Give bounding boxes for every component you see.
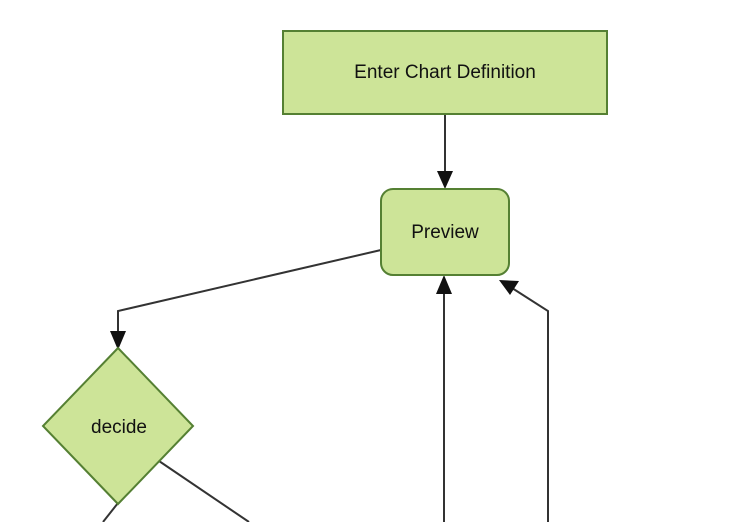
arrow-head-icon: [110, 331, 126, 350]
arrow-head-icon: [499, 280, 519, 295]
arrow-head-icon: [437, 171, 453, 189]
node-enter-chart-definition[interactable]: Enter Chart Definition: [282, 30, 608, 115]
node-diamond[interactable]: [41, 346, 195, 506]
node-label: Enter Chart Definition: [354, 62, 536, 83]
arrow-head-icon: [436, 275, 452, 294]
edge-line: [117, 249, 382, 336]
edge-preview-to-decide: [110, 249, 382, 350]
node-preview[interactable]: Preview: [380, 188, 510, 276]
node-decide[interactable]: decide: [41, 346, 195, 506]
edge-bottom-center-to-preview: [436, 275, 452, 522]
node-label: decide: [91, 417, 147, 438]
node-label: Preview: [411, 222, 479, 243]
edge-line: [158, 460, 250, 522]
edge-enter-to-preview: [437, 114, 453, 189]
edge-bottom-right-to-preview: [499, 280, 549, 522]
edge-decide-to-bottom-right: [158, 460, 250, 522]
node-layer: Enter Chart Definition Preview decide: [41, 30, 608, 506]
edge-layer: [102, 114, 549, 522]
node-rounded-rect[interactable]: [380, 188, 510, 276]
edge-decide-to-bottom-left: [102, 502, 119, 522]
node-rect[interactable]: [282, 30, 608, 115]
edge-line: [102, 502, 119, 522]
edge-line: [511, 287, 549, 522]
